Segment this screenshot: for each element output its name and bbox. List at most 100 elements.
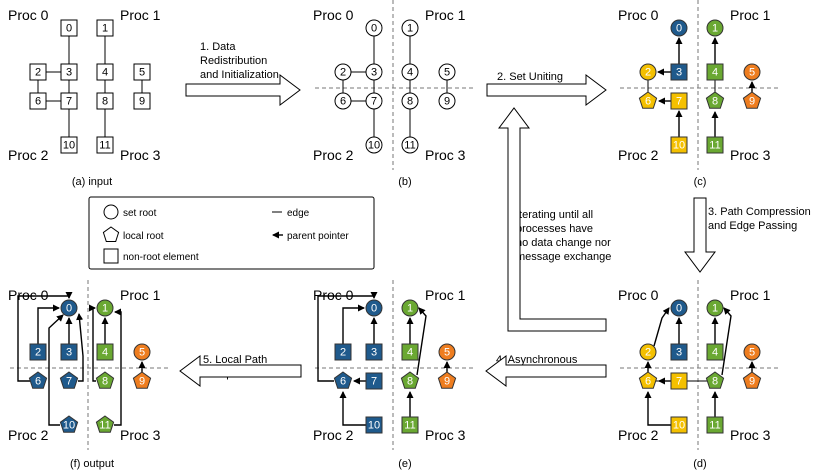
node-label: 8	[102, 376, 108, 388]
step2-arrow	[486, 74, 607, 106]
node-label: 8	[102, 96, 108, 108]
node-d-1: 1	[706, 299, 724, 317]
step4-label-0: 4. Asynchronous	[496, 354, 578, 366]
non-root-square-icon	[29, 92, 47, 110]
node-label: 9	[749, 96, 755, 108]
set-root-icon	[401, 136, 419, 154]
set-root-icon	[365, 92, 383, 110]
node-label: 5	[444, 67, 450, 79]
node-a-4: 4	[96, 63, 114, 81]
node-f-0: 0	[60, 299, 78, 317]
set-root-icon	[438, 343, 456, 361]
node-label: 9	[749, 376, 755, 388]
parent-pointer-arrow	[416, 307, 427, 376]
node-label: 0	[371, 303, 377, 315]
loop-label-3: message exchange	[516, 251, 611, 263]
proc-label-1: Proc 1	[425, 7, 466, 23]
non-root-square-icon	[670, 92, 688, 110]
local-root-pentagon-icon	[400, 371, 420, 389]
non-root-square-icon	[60, 343, 78, 361]
proc-label-2: Proc 2	[618, 427, 659, 443]
node-b-7: 7	[365, 92, 383, 110]
node-label: 7	[66, 96, 72, 108]
legend-set-root: set root	[123, 208, 157, 219]
node-e-7: 7	[365, 372, 383, 390]
non-root-square-icon	[334, 343, 352, 361]
node-f-4: 4	[96, 343, 114, 361]
local-root-pentagon-icon	[705, 91, 725, 109]
node-c-9: 9	[742, 91, 762, 109]
non-root-square-icon	[670, 343, 688, 361]
node-b-2: 2	[334, 63, 352, 81]
local-root-pentagon-icon	[638, 91, 658, 109]
node-d-7: 7	[670, 372, 688, 390]
node-label: 7	[66, 376, 72, 388]
node-label: 5	[139, 67, 145, 79]
node-label: 0	[66, 23, 72, 35]
caption-d: (d)	[693, 458, 706, 470]
node-label: 6	[340, 376, 346, 388]
node-a-10: 10	[60, 136, 78, 154]
node-label: 5	[139, 347, 145, 359]
node-label: 8	[712, 376, 718, 388]
non-root-square-icon	[96, 19, 114, 37]
proc-label-1: Proc 1	[120, 7, 161, 23]
node-a-2: 2	[29, 63, 47, 81]
node-label: 1	[407, 303, 413, 315]
local-root-pentagon-icon	[132, 371, 152, 389]
node-a-5: 5	[133, 63, 151, 81]
node-e-2: 2	[334, 343, 352, 361]
non-root-square-icon	[670, 63, 688, 81]
node-c-7: 7	[670, 92, 688, 110]
non-root-square-icon	[670, 136, 688, 154]
node-label: 11	[709, 420, 720, 432]
node-label: 1	[102, 303, 108, 315]
step1-label-1: Redistribution	[200, 55, 267, 67]
node-label: 4	[102, 347, 108, 359]
node-label: 9	[139, 376, 145, 388]
non-root-square-icon	[60, 19, 78, 37]
node-a-6: 6	[29, 92, 47, 110]
node-label: 9	[444, 96, 450, 108]
local-root-pentagon-icon	[28, 371, 48, 389]
node-b-11: 11	[401, 136, 419, 154]
set-root-icon	[743, 343, 761, 361]
proc-label-3: Proc 3	[425, 147, 466, 163]
iteration-loop-arrow	[498, 107, 607, 332]
set-root-icon	[743, 63, 761, 81]
set-root-icon	[60, 299, 78, 317]
parent-pointer-arrow	[339, 391, 366, 426]
node-b-10: 10	[365, 136, 383, 154]
node-label: 9	[139, 96, 145, 108]
node-label: 4	[712, 347, 718, 359]
proc-label-2: Proc 2	[8, 427, 49, 443]
proc-label-2: Proc 2	[313, 427, 354, 443]
node-c-10: 10	[670, 136, 688, 154]
node-label: 8	[407, 376, 413, 388]
parent-pointer-arrow	[17, 292, 73, 382]
proc-label-3: Proc 3	[120, 427, 161, 443]
node-label: 10	[673, 140, 685, 152]
non-root-square-icon	[706, 63, 724, 81]
node-e-3: 3	[365, 343, 383, 361]
node-e-1: 1	[401, 299, 419, 317]
proc-label-0: Proc 0	[313, 287, 354, 303]
set-root-icon	[365, 299, 383, 317]
node-a-7: 7	[60, 92, 78, 110]
node-label: 2	[340, 347, 346, 359]
node-label: 2	[35, 347, 41, 359]
local-root-pentagon-icon	[638, 371, 658, 389]
node-a-9: 9	[133, 92, 151, 110]
proc-label-0: Proc 0	[618, 287, 659, 303]
node-label: 6	[645, 96, 651, 108]
parent-pointer-arrow	[721, 307, 732, 376]
node-label: 3	[371, 347, 377, 359]
node-b-6: 6	[334, 92, 352, 110]
proc-label-0: Proc 0	[618, 7, 659, 23]
node-e-8: 8	[400, 371, 420, 389]
node-label: 0	[371, 23, 377, 35]
node-label: 0	[676, 303, 682, 315]
non-root-square-icon	[706, 136, 724, 154]
node-label: 4	[712, 67, 718, 79]
